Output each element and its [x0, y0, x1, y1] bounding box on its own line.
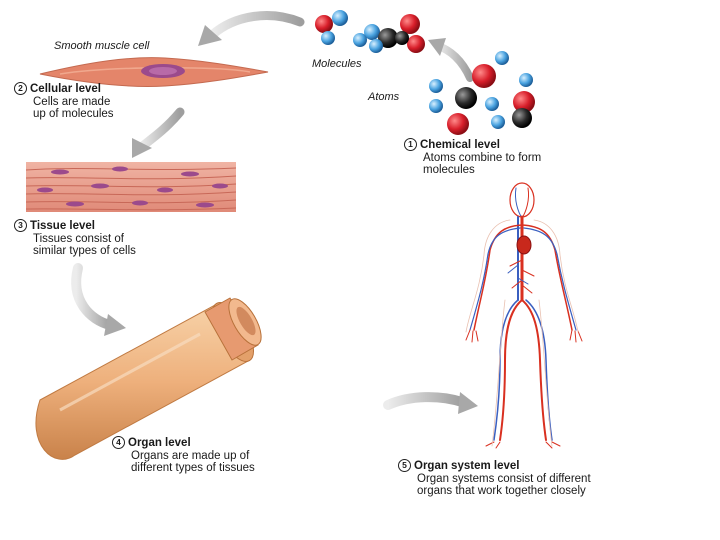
organ-illustration	[35, 297, 262, 460]
level-description-line: organs that work together closely	[417, 485, 586, 497]
level-description-line: molecules	[423, 164, 475, 176]
level-description-line: Organ systems consist of different	[417, 472, 591, 485]
level-description-line: Atoms combine to form	[423, 151, 542, 164]
atoms-illustration	[429, 51, 535, 135]
level-title: Tissue level	[30, 220, 95, 232]
molecules-illustration	[315, 10, 425, 53]
level-number-badge: 2	[14, 82, 27, 95]
level-description-line: Cells are made	[33, 95, 111, 108]
molecules-label: Molecules	[312, 58, 362, 70]
level-description-line: Organs are made up of	[131, 449, 250, 462]
level-title: Cellular level	[30, 83, 101, 95]
atoms-label: Atoms	[368, 91, 400, 103]
arrow-atoms-to-molecules	[428, 38, 474, 82]
level-number-badge: 4	[112, 436, 125, 449]
level-number-badge: 1	[404, 138, 417, 151]
smooth-muscle-cell-illustration	[39, 57, 269, 87]
circulatory-system-illustration	[465, 182, 583, 449]
level-description-line: different types of tissues	[131, 462, 255, 474]
level-title: Organ system level	[414, 460, 520, 472]
level-description-line: up of molecules	[33, 108, 114, 120]
level-title: Chemical level	[420, 139, 500, 151]
tissue-illustration	[25, 162, 237, 212]
arrow-molecules-to-cell	[198, 11, 305, 46]
arrow-tissue-to-organ	[71, 263, 126, 336]
level-description-line: Tissues consist of	[33, 232, 124, 245]
smooth-muscle-cell-label: Smooth muscle cell	[54, 40, 150, 52]
level-title: Organ level	[128, 437, 191, 449]
arrow-organ-to-system	[383, 392, 478, 414]
level-description-line: similar types of cells	[33, 245, 136, 257]
level-number-badge: 3	[14, 219, 27, 232]
arrow-cell-to-tissue	[132, 107, 185, 158]
level-number-badge: 5	[398, 459, 411, 472]
